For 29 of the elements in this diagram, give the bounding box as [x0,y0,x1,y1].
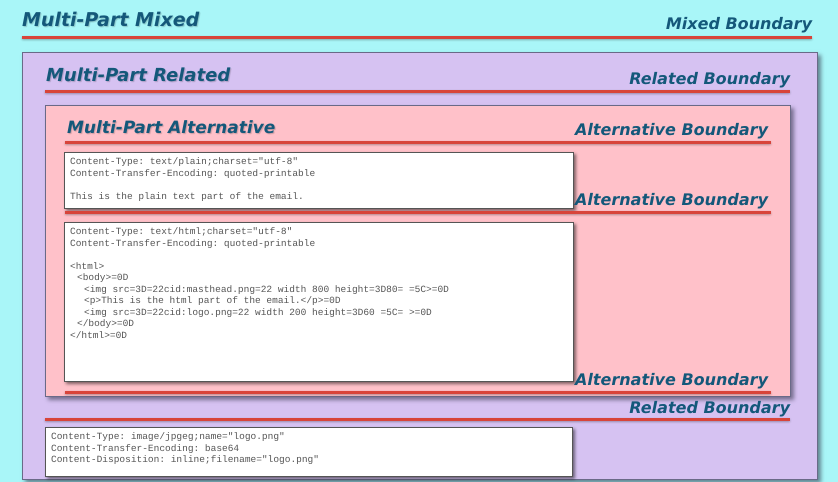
message-part-box [64,222,574,382]
boundary-label: Alternative Boundary [575,190,768,209]
code-line: Content-Type: image/jpgeg;name="logo.png" [51,431,286,442]
code-line: Content-Transfer-Encoding: quoted-printable [70,168,316,179]
message-part-box [64,152,574,209]
code-line: <img src=3D=22cid:logo.png=22 width 200 height=3D60 =5C= >=0D [83,306,433,318]
panel-heading: Multi-Part Alternative [67,118,276,138]
code-line: Content-Type: text/plain;charset="utf-8" [70,156,300,168]
code-line: </body>=0D [76,318,136,330]
code-line: <p>This is the html part of the email.</p>=0D [83,295,342,306]
code-line: Content-Disposition: inline;filename="logo.png" [51,454,320,466]
message-part-box [45,427,573,477]
code-line: <img src=3D=22cid:masthead.png=22 width 800 height=3D80= =5C>=0D [83,284,450,295]
container-panel [45,105,791,397]
panel-heading: Multi-Part Mixed [22,9,200,31]
code-line: Content-Transfer-Encoding: quoted-printable [70,238,316,249]
container-panel [22,52,818,480]
code-line: Content-Type: text/html;charset="utf-8" [70,226,294,238]
code-line: Content-Transfer-Encoding: base64 [51,442,240,454]
boundary-label: Related Boundary [629,69,790,88]
boundary-label: Alternative Boundary [575,370,768,389]
boundary-label: Mixed Boundary [666,14,812,33]
code-line: <body>=0D [76,272,130,284]
boundary-label: Related Boundary [629,398,790,417]
code-line: <html> [70,260,106,272]
code-line: </html>=0D [70,330,128,341]
panel-heading: Multi-Part Related [46,65,230,86]
boundary-label: Alternative Boundary [575,120,768,139]
code-line: This is the plain text part of the email. [70,190,305,202]
